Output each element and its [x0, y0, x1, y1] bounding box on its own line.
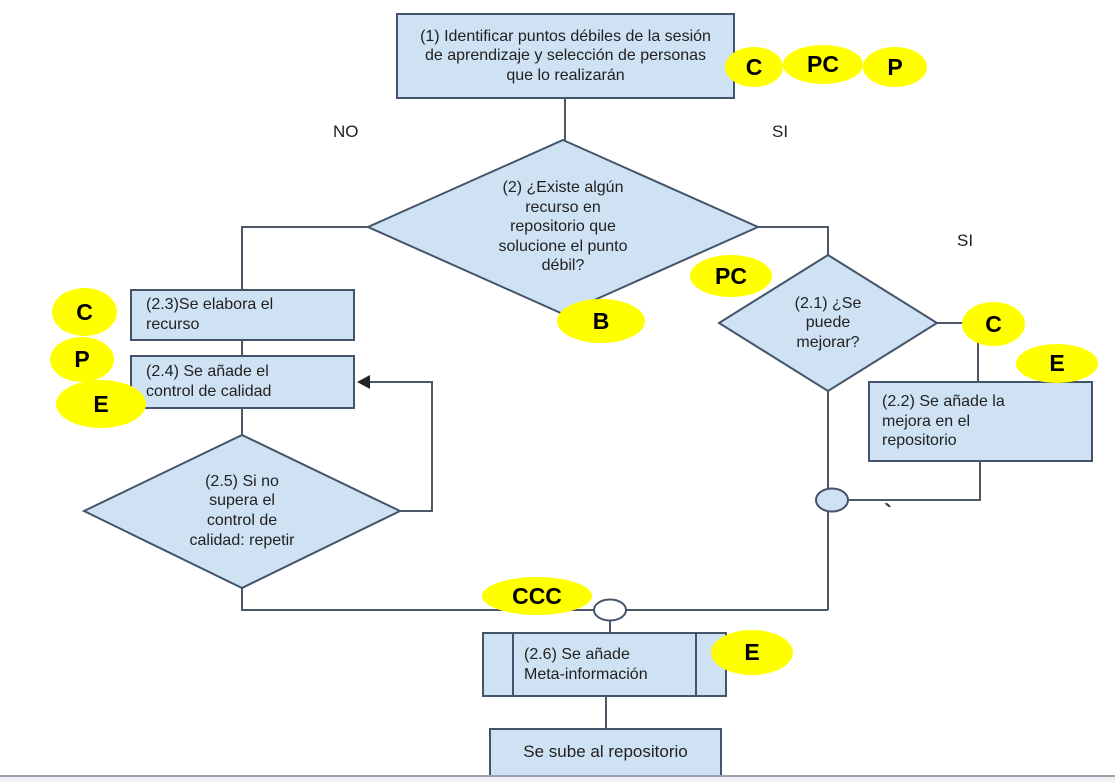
process-node-2-2-label: (2.2) Se añade la mejora en el repositor… [882, 393, 1005, 450]
junction-connector-bottom [593, 598, 627, 622]
badge-c-top: C [725, 47, 783, 87]
badge-e-left: E [56, 380, 146, 428]
decision-21-text: (2.1) ¿Se puede mejorar? [794, 294, 862, 351]
decision-2-text: (2) ¿Existe algún recurso en repositorio… [498, 179, 628, 275]
process-node-1-label: (1) Identificar puntos débiles de la ses… [420, 27, 711, 84]
badge-c-left: C [52, 288, 117, 336]
edge-label-no: NO [333, 122, 359, 141]
junction-connector-right [815, 487, 849, 513]
bottom-strip [0, 777, 1115, 782]
bottom-divider-line [0, 775, 1115, 777]
process-node-2-4-label: (2.4) Se añade el control de calidad [146, 363, 272, 400]
badge-c-right: C [962, 302, 1025, 346]
process-node-2-3-label: (2.3)Se elabora el recurso [146, 296, 274, 333]
decision-21-shape [717, 253, 939, 393]
process-node-2-4: (2.4) Se añade el control de calidad [130, 355, 355, 409]
badge-ccc: CCC [482, 577, 592, 615]
process-node-1: (1) Identificar puntos débiles de la ses… [396, 13, 735, 99]
process-node-2-6-label: (2.6) Se añade Meta-información [524, 645, 648, 683]
badge-pc-mid: PC [690, 255, 772, 297]
edge-label-si-top: SI [772, 122, 789, 141]
badge-e-right: E [1016, 344, 1098, 383]
badge-p-left: P [50, 337, 114, 382]
badge-pc-top: PC [783, 45, 863, 84]
edge-decision2-no-branch [241, 226, 371, 289]
predefined-process-right-rule [695, 634, 697, 695]
stray-tick-mark: ` [884, 500, 892, 527]
decision-25-shape [81, 433, 403, 590]
badge-e-bottom: E [711, 630, 793, 675]
edge-decision25-to-junction [241, 588, 828, 611]
process-node-upload: Se sube al repositorio [489, 728, 722, 777]
predefined-process-left-rule [512, 634, 514, 695]
edge-node22-to-junction [845, 462, 981, 501]
process-node-2-2: (2.2) Se añade la mejora en el repositor… [868, 381, 1093, 462]
decision-25-text: (2.5) Si no supera el control de calidad… [189, 472, 295, 549]
process-node-2-3: (2.3)Se elabora el recurso [130, 289, 355, 341]
badge-p-top: P [863, 47, 927, 87]
badge-b: B [557, 299, 645, 343]
process-node-2-6: (2.6) Se añade Meta-información [482, 632, 727, 697]
process-node-upload-label: Se sube al repositorio [523, 742, 688, 762]
arrowhead-icon [357, 375, 370, 389]
edge-decision25-repeat-loop [362, 381, 433, 512]
edge-decision2-si-branch [758, 226, 829, 255]
edge-label-si-right: SI [957, 231, 974, 250]
